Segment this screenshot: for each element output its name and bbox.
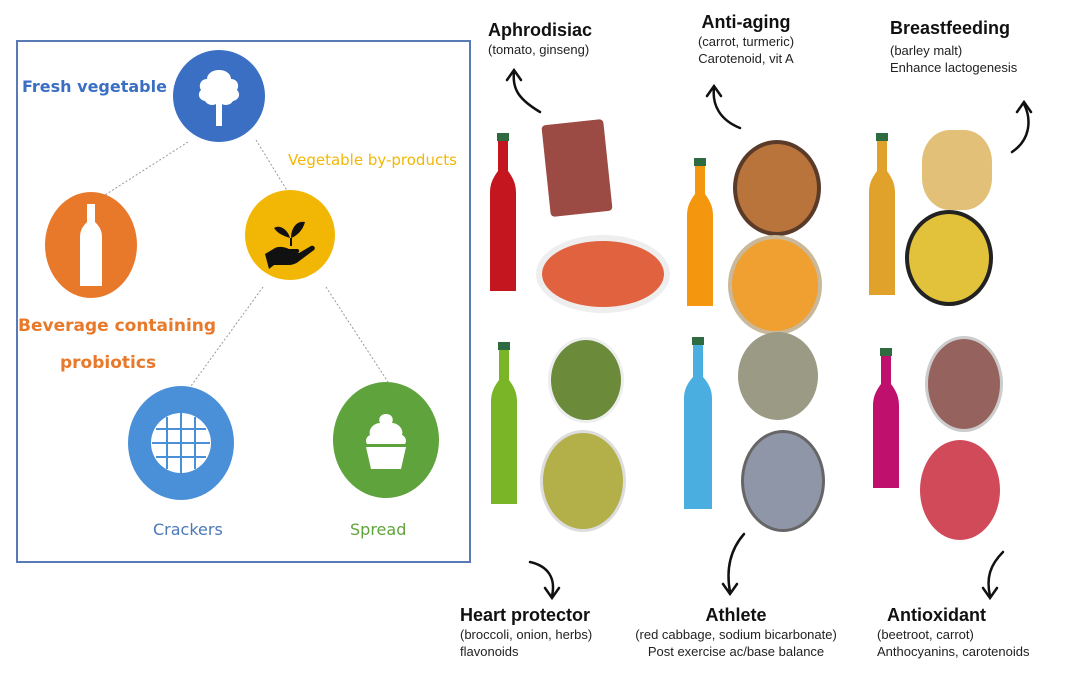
aphrodisiac-bottle <box>484 133 524 293</box>
anti-aging-bottle <box>680 158 720 308</box>
heart-protector-caption: Heart protector (broccoli, onion, herbs)… <box>460 605 593 659</box>
athlete-crackers <box>738 332 818 420</box>
arrow-anti-aging-icon <box>712 86 742 130</box>
aphrodisiac-crackers <box>541 119 613 217</box>
beverage-label-line1: Beverage containing <box>18 316 217 336</box>
vegetable-byproducts-node <box>245 190 335 280</box>
cupcake-icon <box>366 414 406 469</box>
crackers-label: Crackers <box>153 520 223 539</box>
antioxidant-caption: Antioxidant (beetroot, carrot) Anthocyan… <box>877 605 1030 659</box>
arrow-athlete-icon <box>727 532 746 594</box>
anti-aging-spread <box>728 235 822 335</box>
breastfeeding-spread <box>905 210 993 306</box>
aphrodisiac-caption: Aphrodisiac (tomato, ginseng) <box>488 20 593 57</box>
bottle-icon <box>80 204 102 286</box>
crackers-node <box>128 386 234 500</box>
aphrodisiac-spread <box>536 235 670 313</box>
antioxidant-spread <box>920 440 1000 540</box>
fresh-vegetable-label: Fresh vegetable <box>22 77 167 96</box>
antioxidant-bottle <box>866 348 906 493</box>
waffle-icon <box>151 413 211 473</box>
fresh-vegetable-node <box>173 50 265 142</box>
heart-protector-crackers <box>548 337 624 423</box>
breastfeeding-crackers <box>922 130 992 210</box>
antioxidant-crackers <box>925 336 1003 432</box>
athlete-caption: Athlete (red cabbage, sodium bicarbonate… <box>635 605 837 659</box>
arrow-heart-protector-icon <box>528 560 555 598</box>
arrow-breastfeeding-icon <box>1010 102 1030 154</box>
beverage-node <box>45 192 137 298</box>
athlete-spread <box>741 430 825 532</box>
breastfeeding-bottle <box>862 133 902 298</box>
connector-lines <box>93 139 389 398</box>
vegetable-byproducts-label: Vegetable by-products <box>288 151 457 169</box>
arrow-antioxidant-icon <box>987 550 1005 598</box>
arrow-aphrodisiac-icon <box>512 70 542 114</box>
heart-protector-bottle <box>484 342 524 507</box>
hand-plant-icon <box>265 221 315 269</box>
anti-aging-caption: Anti-aging (carrot, turmeric) Carotenoid… <box>697 12 795 66</box>
athlete-bottle <box>676 337 720 512</box>
breastfeeding-caption: Breastfeeding (barley malt) Enhance lact… <box>890 18 1018 75</box>
heart-protector-spread <box>540 430 626 532</box>
spread-label: Spread <box>350 520 407 539</box>
beverage-label-line2: probiotics <box>60 353 157 373</box>
spread-node <box>333 382 439 498</box>
anti-aging-crackers <box>733 140 821 236</box>
tree-icon <box>198 70 240 126</box>
